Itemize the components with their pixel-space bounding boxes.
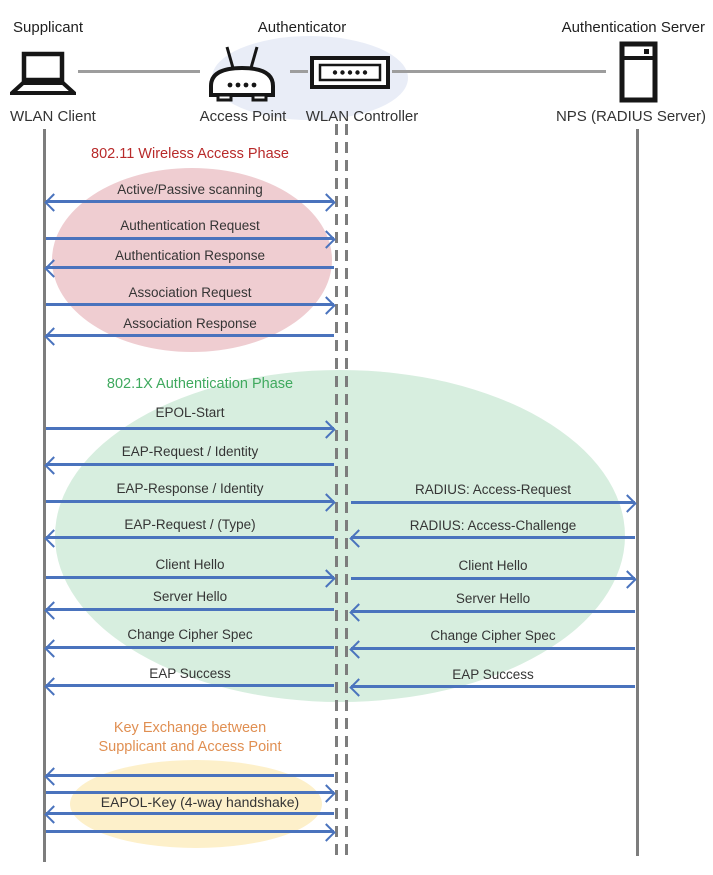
message-label: EAP-Request / (Type)	[124, 517, 256, 532]
role-authentication-server: Authentication Server	[561, 19, 705, 36]
node-label-wlan-controller: WLAN Controller	[305, 108, 419, 125]
connector-line-dash	[290, 70, 308, 73]
message-arrow-left	[45, 608, 335, 611]
message-arrow-left	[45, 646, 335, 649]
wlan-controller-icon	[310, 56, 390, 89]
message-arrow-right	[45, 237, 335, 240]
handshake-label: EAPOL-Key (4-way handshake)	[100, 794, 300, 810]
handshake-arrow-right	[45, 791, 335, 794]
message-label: Client Hello	[155, 557, 225, 572]
message-label: Association Response	[123, 316, 257, 331]
message-label: EAP-Response / Identity	[116, 481, 264, 496]
message-label: Authentication Request	[120, 218, 260, 233]
server-icon	[619, 41, 658, 103]
role-authenticator: Authenticator	[257, 19, 347, 36]
message-label: Server Hello	[152, 589, 228, 604]
handshake-arrow-left	[45, 812, 335, 815]
message-label: Server Hello	[455, 591, 531, 606]
laptop-icon	[10, 51, 76, 97]
message-label: Client Hello	[458, 558, 528, 573]
message-label: RADIUS: Access-Challenge	[409, 518, 577, 533]
access-point-icon	[206, 45, 278, 102]
message-label: EAP Success	[452, 667, 534, 682]
message-arrow-left	[350, 647, 636, 650]
message-arrow-bidirectional	[45, 200, 335, 203]
phase-heading-80211: 802.11 Wireless Access Phase	[91, 146, 289, 162]
message-arrow-right	[45, 303, 335, 306]
message-label: Association Request	[128, 285, 252, 300]
node-label-nps: NPS (RADIUS Server)	[555, 108, 706, 125]
message-label: Change Cipher Spec	[127, 627, 253, 642]
lifeline-wlan-controller-dash-2	[345, 124, 348, 858]
node-label-access-point: Access Point	[199, 108, 287, 125]
message-label: EAP Success	[149, 666, 231, 681]
message-arrow-left	[45, 536, 335, 539]
message-label: Authentication Response	[114, 248, 266, 263]
message-arrow-right	[350, 501, 636, 504]
phase-heading-8021x: 802.1X Authentication Phase	[106, 376, 294, 392]
message-arrow-left	[45, 684, 335, 687]
phase-heading-key-exchange-line2: Supplicant and Access Point	[98, 739, 282, 755]
message-arrow-left	[350, 536, 636, 539]
message-arrow-right	[45, 500, 335, 503]
lifeline-nps	[636, 129, 639, 856]
message-label: RADIUS: Access-Request	[414, 482, 572, 497]
message-arrow-right	[45, 427, 335, 430]
wireless-access-phase-ellipse	[52, 168, 332, 352]
message-label: Change Cipher Spec	[430, 628, 556, 643]
message-arrow-right	[350, 577, 636, 580]
connector-line-segment	[392, 70, 606, 73]
message-arrow-left	[45, 334, 335, 337]
role-supplicant: Supplicant	[13, 19, 84, 36]
message-label: Active/Passive scanning	[117, 182, 263, 197]
message-label: EAP-Request / Identity	[121, 444, 259, 459]
phase-heading-key-exchange-line1: Key Exchange between	[113, 720, 267, 736]
connector-line-segment	[78, 70, 200, 73]
message-arrow-left	[350, 685, 636, 688]
message-arrow-left	[45, 266, 335, 269]
message-arrow-left	[350, 610, 636, 613]
handshake-arrow-right	[45, 830, 335, 833]
node-label-wlan-client: WLAN Client	[10, 108, 96, 125]
message-label: EPOL-Start	[155, 405, 225, 420]
message-arrow-left	[45, 463, 335, 466]
handshake-arrow-left	[45, 774, 335, 777]
lifeline-wlan-controller-dash-1	[335, 124, 338, 858]
lifeline-wlan-client	[43, 129, 46, 862]
message-arrow-right	[45, 576, 335, 579]
